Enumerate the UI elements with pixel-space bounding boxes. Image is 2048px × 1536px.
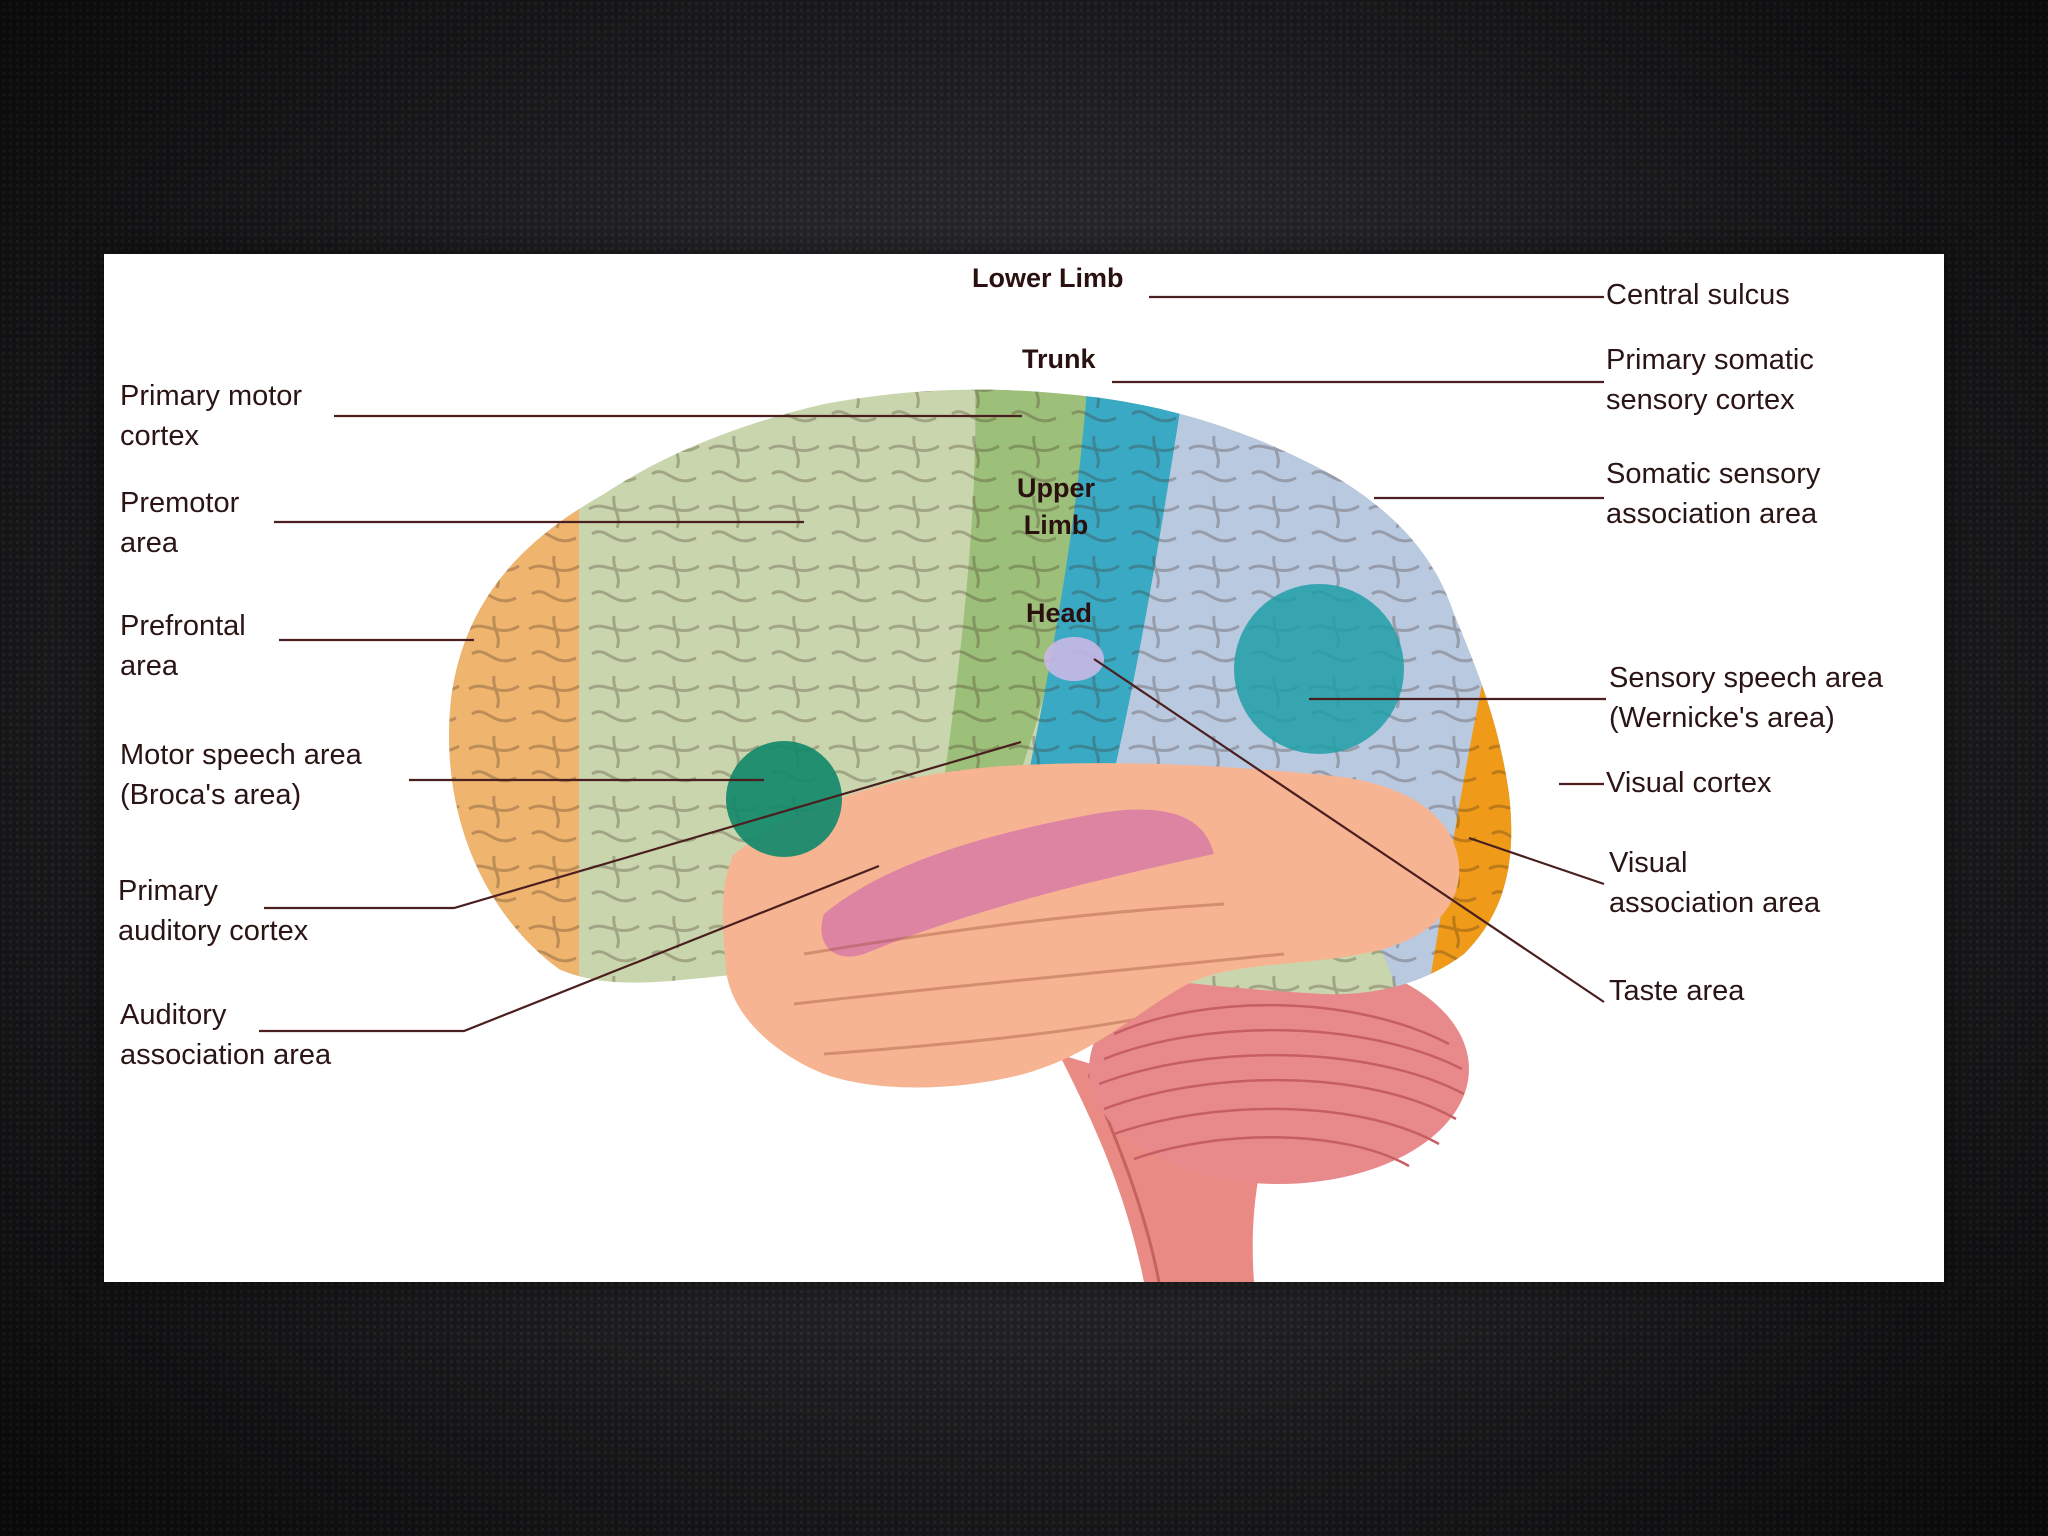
diagram-slide: Lower Limb Trunk Upper Limb Head Primary… [104,254,1944,1282]
visual-association-area-line-1: Visual [1609,843,1820,883]
upper-limb-label: Upper Limb [1017,470,1095,544]
prefrontal-area-line-1: Prefrontal [120,606,246,646]
somatic-sensory-association-area-line-2: association area [1606,494,1820,534]
motor-speech-area-label: Motor speech area (Broca's area) [120,735,362,815]
upper-limb-line-2: Limb [1017,507,1095,544]
trunk-label: Trunk [1022,341,1096,378]
somatic-sensory-association-area-line-1: Somatic sensory [1606,454,1820,494]
lower-limb-label: Lower Limb [972,260,1124,297]
primary-auditory-cortex-label: Primary auditory cortex [118,871,308,951]
premotor-area-line-2: area [120,523,239,563]
primary-motor-cortex-line-2: cortex [120,416,302,456]
auditory-association-area-line-2: association area [120,1035,331,1075]
motor-speech-area-line-1: Motor speech area [120,735,362,775]
somatic-sensory-association-area-label: Somatic sensory association area [1606,454,1820,534]
motor-speech-area-line-2: (Broca's area) [120,775,362,815]
lower-limb-text: Lower Limb [972,260,1124,297]
primary-somatic-sensory-cortex-label: Primary somatic sensory cortex [1606,340,1814,420]
primary-somatic-sensory-cortex-line-2: sensory cortex [1606,380,1814,420]
taste-area-label: Taste area [1609,971,1744,1011]
head-text: Head [1026,595,1092,632]
prefrontal-area-line-2: area [120,646,246,686]
primary-motor-cortex-line-1: Primary motor [120,376,302,416]
primary-motor-cortex-label: Primary motor cortex [120,376,302,456]
trunk-text: Trunk [1022,341,1096,378]
upper-limb-line-1: Upper [1017,470,1095,507]
visual-cortex-text: Visual cortex [1606,763,1772,803]
sensory-speech-area-line-1: Sensory speech area [1609,658,1883,698]
central-sulcus-label: Central sulcus [1606,275,1790,315]
taste-area-text: Taste area [1609,971,1744,1011]
central-sulcus-text: Central sulcus [1606,275,1790,315]
auditory-association-area-line-1: Auditory [120,995,331,1035]
primary-auditory-cortex-line-2: auditory cortex [118,911,308,951]
visual-cortex-label: Visual cortex [1606,763,1772,803]
prefrontal-area-label: Prefrontal area [120,606,246,686]
premotor-area-label: Premotor area [120,483,239,563]
primary-somatic-sensory-cortex-line-1: Primary somatic [1606,340,1814,380]
primary-auditory-cortex-line-1: Primary [118,871,308,911]
visual-association-area-line-2: association area [1609,883,1820,923]
visual-association-area-label: Visual association area [1609,843,1820,923]
head-label: Head [1026,595,1092,632]
auditory-association-area-label: Auditory association area [120,995,331,1075]
sensory-speech-area-label: Sensory speech area (Wernicke's area) [1609,658,1883,738]
wernicke-area [1234,584,1404,754]
sensory-speech-area-line-2: (Wernicke's area) [1609,698,1883,738]
premotor-area-line-1: Premotor [120,483,239,523]
